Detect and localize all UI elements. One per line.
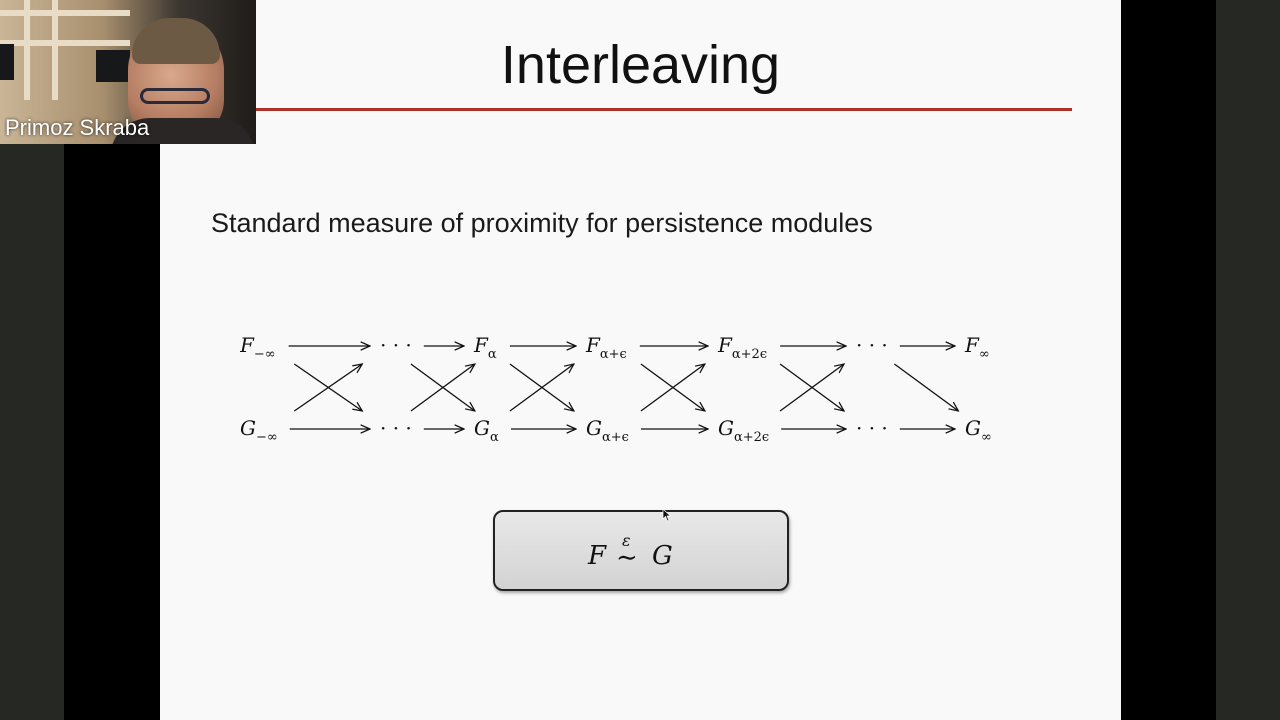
bookshelf-decor: [24, 0, 30, 100]
slide-title: Interleaving: [500, 35, 781, 95]
top-row-node: F−∞: [240, 333, 276, 362]
bookshelf-decor: [52, 0, 58, 100]
top-row-node: Fα+ϵ: [585, 333, 627, 362]
participant-shoulder: [110, 118, 256, 144]
bottom-row-node: G−∞: [240, 416, 278, 445]
interleaving-relation: F ε ∼ G: [495, 512, 787, 589]
shared-slide: Interleaving Standard measure of proximi…: [160, 0, 1121, 720]
bottom-row-node: G∞: [965, 416, 992, 445]
top-row-node: · · ·: [856, 333, 888, 357]
title-rule: [256, 108, 1072, 111]
bottom-row-node: Gα+ϵ: [586, 416, 629, 445]
participant-glasses: [140, 88, 210, 104]
background-monitor: [96, 50, 130, 82]
formula-epsilon: ε: [622, 531, 631, 550]
bookshelf-decor: [0, 10, 130, 16]
top-row-node: F∞: [964, 333, 990, 362]
formula-left: F: [587, 541, 607, 571]
top-row-node: · · ·: [380, 333, 412, 357]
diagram-arrows: [288, 346, 959, 429]
participant-hair: [132, 18, 220, 64]
mouse-cursor-icon: [662, 508, 672, 522]
diagonal-arrow-up: [293, 364, 362, 412]
slide-subtitle: Standard measure of proximity for persis…: [211, 208, 873, 238]
interleaving-result-box: F ε ∼ G: [493, 510, 789, 591]
interleaving-diagram: F−∞ · · · Fα Fα+ϵ Fα+2ϵ · · · F∞ G−∞ · · · Gα Gα+…: [240, 333, 992, 445]
top-row: F−∞ · · · Fα Fα+ϵ Fα+2ϵ · · · F∞: [240, 333, 990, 362]
diagonal-arrow-up: [509, 364, 574, 412]
right-app-margin: [1216, 0, 1280, 720]
diagonal-arrow-up: [779, 364, 844, 412]
top-row-node: Fα: [473, 333, 497, 362]
right-letterbox: [1121, 0, 1216, 720]
bottom-row-node: Gα: [474, 416, 499, 445]
formula-tilde: ∼: [616, 543, 638, 573]
participant-name-label: Primoz Skraba: [5, 115, 150, 140]
bottom-row-node: · · ·: [856, 416, 888, 440]
bottom-row-node: · · ·: [380, 416, 412, 440]
formula-right: G: [652, 541, 673, 571]
diagonal-arrow-up: [410, 364, 475, 412]
bottom-row-node: Gα+2ϵ: [718, 416, 769, 445]
top-row-node: Fα+2ϵ: [717, 333, 767, 362]
diagonal-arrow-up: [640, 364, 705, 412]
bottom-row: G−∞ · · · Gα Gα+ϵ Gα+2ϵ · · · G∞: [240, 416, 992, 445]
relation-formula: F ε ∼ G: [587, 531, 673, 573]
bookshelf-decor: [0, 40, 130, 46]
background-monitor: [0, 44, 14, 80]
diagonal-arrow-down: [894, 363, 958, 411]
participant-video-tile[interactable]: Primoz Skraba: [0, 0, 256, 144]
